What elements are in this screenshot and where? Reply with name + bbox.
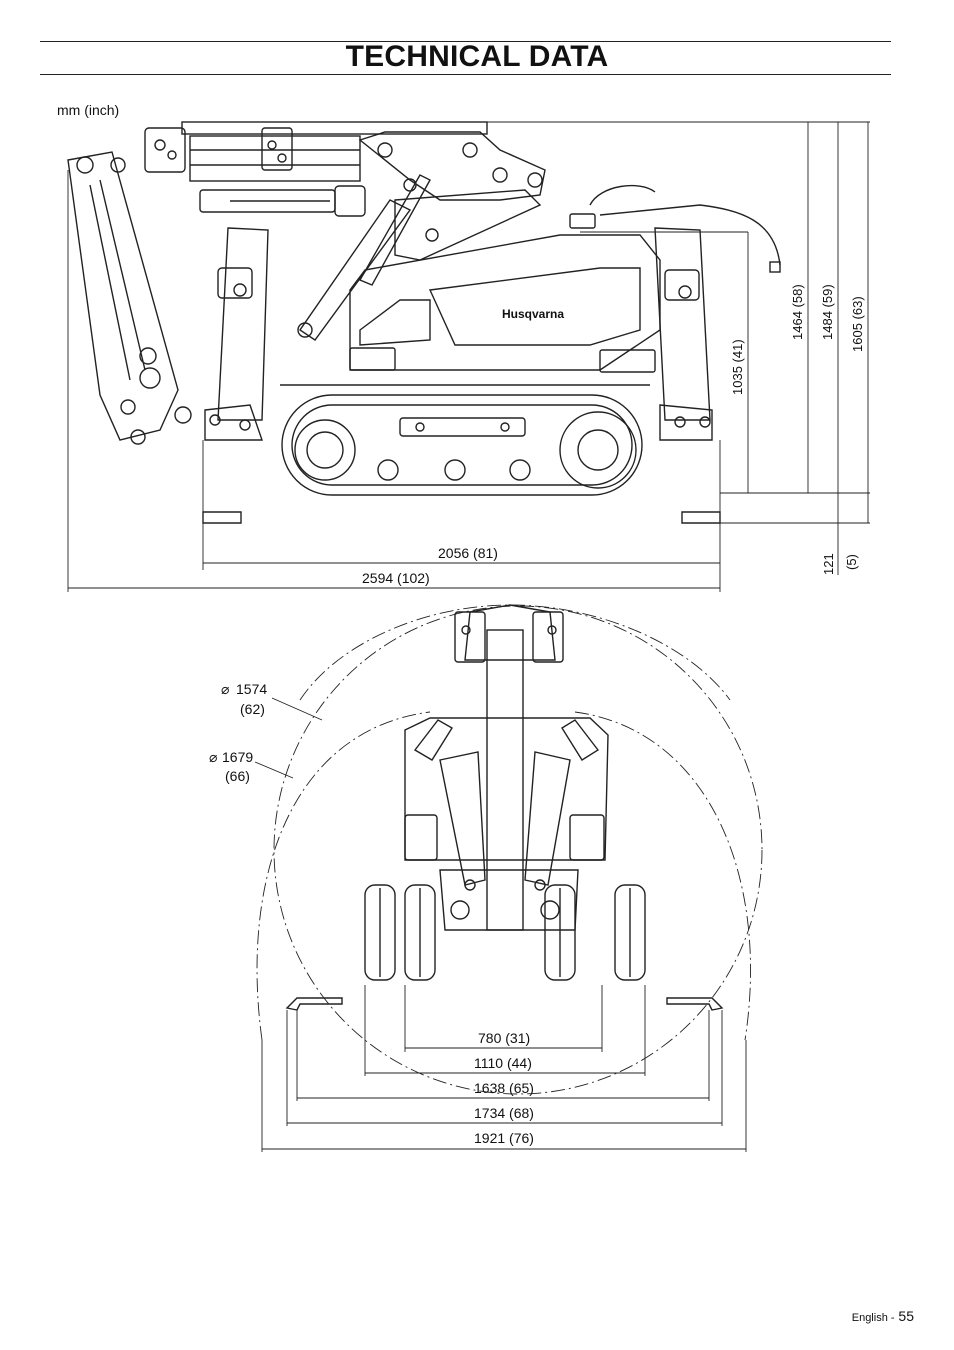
footer-language: English - (851, 1312, 895, 1324)
side-view-drawing: mm (inch) (57, 102, 870, 592)
dim-height-1605: 1605 (63) (850, 296, 865, 352)
page-footer: English - 55 (852, 1308, 914, 1324)
dim-width-1638: 1638 (65) (474, 1080, 534, 1096)
top-view-drawing: ⌀ 1574 (62) ⌀ 1679 (66) 780 (31) 1110 (4… (209, 604, 763, 1152)
dim-ground-121-inch: (5) (844, 554, 859, 570)
dim-diam-1679-inch: (66) (225, 768, 250, 784)
dim-diam-1574: 1574 (236, 681, 267, 697)
dim-width-1734: 1734 (68) (474, 1105, 534, 1121)
units-label: mm (inch) (57, 102, 119, 118)
dim-length-2594: 2594 (102) (362, 570, 430, 586)
dim-ground-121: 121 (821, 553, 836, 575)
brand-logo-text: Husqvarna (502, 307, 564, 321)
page-title: TECHNICAL DATA (345, 40, 609, 73)
dim-height-1484: 1484 (59) (820, 284, 835, 340)
dim-width-1921: 1921 (76) (474, 1130, 534, 1146)
header-rule-bottom (40, 74, 891, 75)
header-rule-top (40, 41, 891, 42)
diameter-symbol-1679: ⌀ (209, 749, 218, 765)
diameter-symbol-1574: ⌀ (221, 681, 230, 697)
dim-diam-1679: 1679 (222, 749, 253, 765)
dim-height-1464: 1464 (58) (790, 284, 805, 340)
dim-width-780: 780 (31) (478, 1030, 530, 1046)
dim-length-2056: 2056 (81) (438, 545, 498, 561)
page-number: 55 (898, 1308, 914, 1324)
dim-height-1035: 1035 (41) (730, 339, 745, 395)
dim-diam-1574-inch: (62) (240, 701, 265, 717)
dim-width-1110: 1110 (44) (474, 1055, 532, 1071)
